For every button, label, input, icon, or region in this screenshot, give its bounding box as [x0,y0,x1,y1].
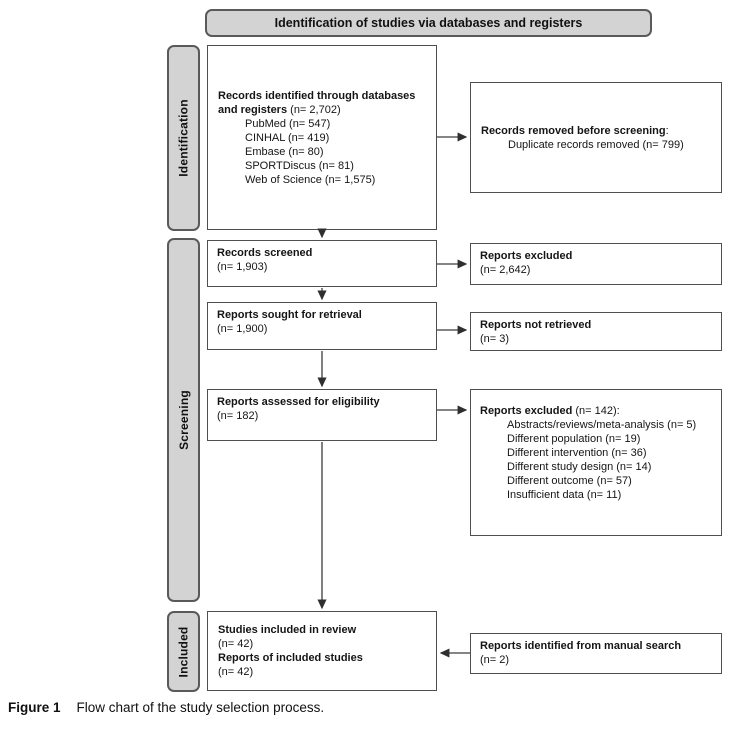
reports-not-retrieved-count: (n= 3) [480,333,510,345]
reports-excluded-eligibility-reasons: Abstracts/reviews/meta-analysis (n= 5) Di… [480,418,715,502]
figure-caption-label: Figure 1 [8,700,61,715]
records-identified-sources: PubMed (n= 547)CINHAL (n= 419)Embase (n=… [218,117,430,187]
studies-included-count1: (n= 42) [218,638,254,650]
list-item: Web of Science (n= 1,575) [245,173,376,186]
box-manual-search: Reports identified from manual search (n… [470,633,722,674]
list-item: SPORTDiscus (n= 81) [245,159,354,172]
manual-search-count: (n= 2) [480,654,510,666]
reports-assessed-heading: Reports assessed for eligibility [217,396,380,408]
stage-bar-included: Included [167,611,200,692]
manual-search-heading: Reports identified from manual search [480,640,682,652]
box-records-identified: Records identified through databases and… [207,45,437,230]
box-reports-not-retrieved: Reports not retrieved (n= 3) [470,312,722,351]
records-screened-count: (n= 1,903) [217,261,268,273]
list-item: Different study design (n= 14) [507,461,652,473]
box-studies-included: Studies included in review (n= 42) Repor… [207,611,437,691]
reports-sought-heading: Reports sought for retrieval [217,309,362,321]
list-item: Different outcome (n= 57) [507,475,632,487]
reports-sought-count: (n= 1,900) [217,323,268,335]
banner-identification-of-studies: Identification of studies via databases … [205,9,652,37]
list-item: Embase (n= 80) [245,145,324,158]
reports-excluded-count: (n= 2,642) [480,264,531,276]
stage-label-screening: Screening [176,390,191,450]
list-item: PubMed (n= 547) [245,117,331,130]
reports-not-retrieved-heading: Reports not retrieved [480,319,592,331]
reports-excluded-eligibility-heading: Reports excluded (n= 142): [480,405,620,417]
records-identified-heading: Records identified through databases and… [218,89,416,116]
list-item: CINHAL (n= 419) [245,131,330,144]
records-removed-items: Duplicate records removed (n= 799) [481,138,715,152]
figure-caption: Figure 1 Flow chart of the study selectio… [8,700,324,715]
studies-included-count2: (n= 42) [218,666,254,678]
studies-included-line1: Studies included in review [218,624,357,636]
list-item: Different population (n= 19) [507,433,641,445]
stage-label-included: Included [176,626,191,677]
box-reports-excluded-screening: Reports excluded (n= 2,642) [470,243,722,285]
list-item: Different intervention (n= 36) [507,447,647,459]
box-records-screened: Records screened (n= 1,903) [207,240,437,287]
box-reports-assessed: Reports assessed for eligibility (n= 182… [207,389,437,441]
reports-assessed-count: (n= 182) [217,410,259,422]
box-reports-excluded-eligibility: Reports excluded (n= 142): Abstracts/rev… [470,389,722,536]
studies-included-line2: Reports of included studies [218,652,363,664]
stage-bar-screening: Screening [167,238,200,602]
banner-title: Identification of studies via databases … [274,16,583,30]
records-screened-heading: Records screened [217,247,313,259]
list-item: Abstracts/reviews/meta-analysis (n= 5) [507,419,697,431]
box-records-removed: Records removed before screening: Duplic… [470,82,722,193]
box-reports-sought: Reports sought for retrieval (n= 1,900) [207,302,437,350]
reports-excluded-heading: Reports excluded [480,250,573,262]
list-item: Insufficient data (n= 11) [507,489,622,501]
figure-caption-text: Flow chart of the study selection proces… [76,700,325,715]
stage-bar-identification: Identification [167,45,200,231]
list-item: Duplicate records removed (n= 799) [508,138,684,151]
records-removed-heading: Records removed before screening: [481,124,669,137]
stage-label-identification: Identification [176,99,191,177]
